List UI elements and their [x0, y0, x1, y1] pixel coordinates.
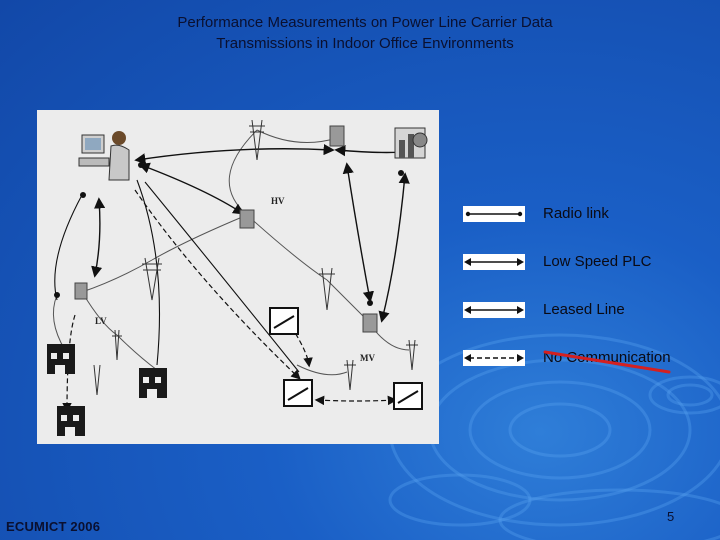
title-line-1: Performance Measurements on Power Line C…	[177, 14, 553, 31]
page-number: 5	[667, 509, 675, 524]
office-computer-icon	[78, 131, 130, 181]
footer-conference-label: ECUMICT 2006	[6, 519, 101, 534]
dashed-arrow-icon	[463, 350, 525, 366]
pylon-icons	[93, 119, 418, 396]
legend-label: Leased Line	[543, 301, 625, 318]
legend-item-leased-line: Leased Line	[460, 299, 700, 323]
meter-box-icon-2	[283, 379, 313, 407]
mv-label: MV	[360, 353, 375, 363]
legend-label: Radio link	[543, 205, 609, 222]
house-icon-2	[139, 368, 167, 398]
solid-arrow-icon	[463, 254, 525, 270]
legend-item-radio-link: Radio link	[460, 203, 700, 227]
meter-box-icon-1	[269, 307, 299, 335]
network-diagram-svg: HV LV MV	[47, 119, 428, 436]
legend-label: Low Speed PLC	[543, 253, 652, 270]
house-icon-1	[47, 344, 75, 374]
network-diagram: HV LV MV	[37, 110, 439, 444]
lv-label: LV	[95, 316, 107, 326]
solid-arrow-icon	[463, 302, 525, 318]
legend-item-no-communication: No Communication	[460, 347, 700, 371]
legend-label: No Communication	[543, 349, 671, 366]
hv-label: HV	[271, 196, 285, 206]
solid-arrow-icon	[463, 206, 525, 222]
legend-item-low-speed-plc: Low Speed PLC	[460, 251, 700, 275]
house-icon-3	[57, 406, 85, 436]
slide-title: Performance Measurements on Power Line C…	[100, 12, 630, 54]
meter-box-icon-3	[393, 382, 423, 410]
title-line-2: Transmissions in Indoor Office Environme…	[216, 35, 514, 52]
industrial-plant-icon	[394, 127, 428, 159]
